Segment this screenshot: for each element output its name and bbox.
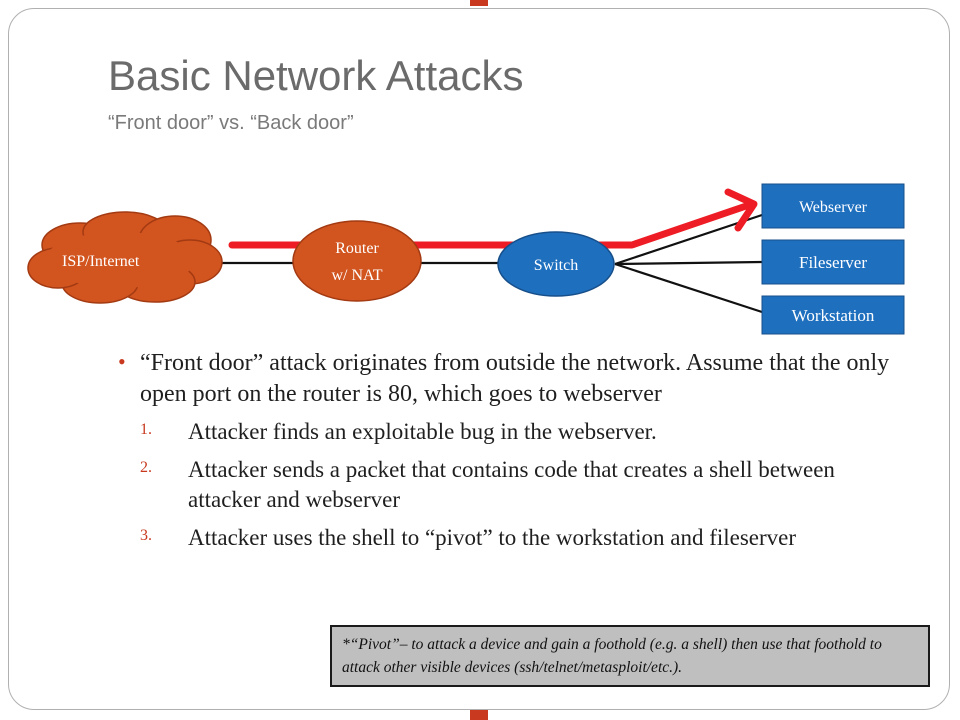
slide-body: • “Front door” attack originates from ou… bbox=[110, 348, 890, 553]
router-label-line1: Router bbox=[335, 240, 379, 257]
slide-frame bbox=[8, 8, 950, 710]
router-label-line2: w/ NAT bbox=[331, 267, 382, 284]
bullet-dot-icon: • bbox=[118, 349, 126, 374]
step-number: 2. bbox=[140, 459, 152, 477]
network-diagram: ISP/Internet Router w/ NAT Switch Webser… bbox=[27, 183, 905, 335]
pivot-note-box: *“Pivot”– to attack a device and gain a … bbox=[330, 625, 930, 687]
isp-label: ISP/Internet bbox=[62, 253, 140, 270]
workstation-label: Workstation bbox=[792, 306, 875, 325]
isp-cloud-icon bbox=[27, 211, 223, 304]
pivot-note-text: *“Pivot”– to attack a device and gain a … bbox=[342, 636, 882, 677]
switch-node bbox=[497, 231, 615, 297]
step-text: Attacker uses the shell to “pivot” to th… bbox=[188, 525, 797, 551]
step-item-3: 3. Attacker uses the shell to “pivot” to… bbox=[110, 523, 890, 553]
workstation-node bbox=[761, 295, 905, 335]
switch-label: Switch bbox=[534, 257, 578, 274]
step-number: 1. bbox=[140, 421, 152, 439]
router-node bbox=[292, 220, 422, 302]
step-text: Attacker finds an exploitable bug in the… bbox=[188, 419, 657, 445]
link-switch-workstation bbox=[614, 262, 763, 314]
bullet-item: • “Front door” attack originates from ou… bbox=[110, 348, 890, 409]
link-switch-fileserver bbox=[614, 260, 763, 266]
top-accent-bar bbox=[470, 0, 488, 6]
step-number: 3. bbox=[140, 527, 152, 545]
step-item-2: 2. Attacker sends a packet that contains… bbox=[110, 455, 890, 515]
slide-title: Basic Network Attacks bbox=[108, 52, 524, 99]
fileserver-label: Fileserver bbox=[799, 253, 867, 272]
fileserver-node bbox=[761, 239, 905, 285]
webserver-label: Webserver bbox=[799, 199, 868, 216]
step-text: Attacker sends a packet that contains co… bbox=[188, 457, 835, 513]
attack-arrowhead bbox=[724, 188, 758, 232]
slide-subtitle: “Front door” vs. “Back door” bbox=[108, 112, 354, 134]
bullet-text: “Front door” attack originates from outs… bbox=[140, 350, 890, 407]
step-item-1: 1. Attacker finds an exploitable bug in … bbox=[110, 417, 890, 447]
webserver-node bbox=[761, 183, 905, 229]
bottom-accent-bar bbox=[470, 710, 488, 720]
